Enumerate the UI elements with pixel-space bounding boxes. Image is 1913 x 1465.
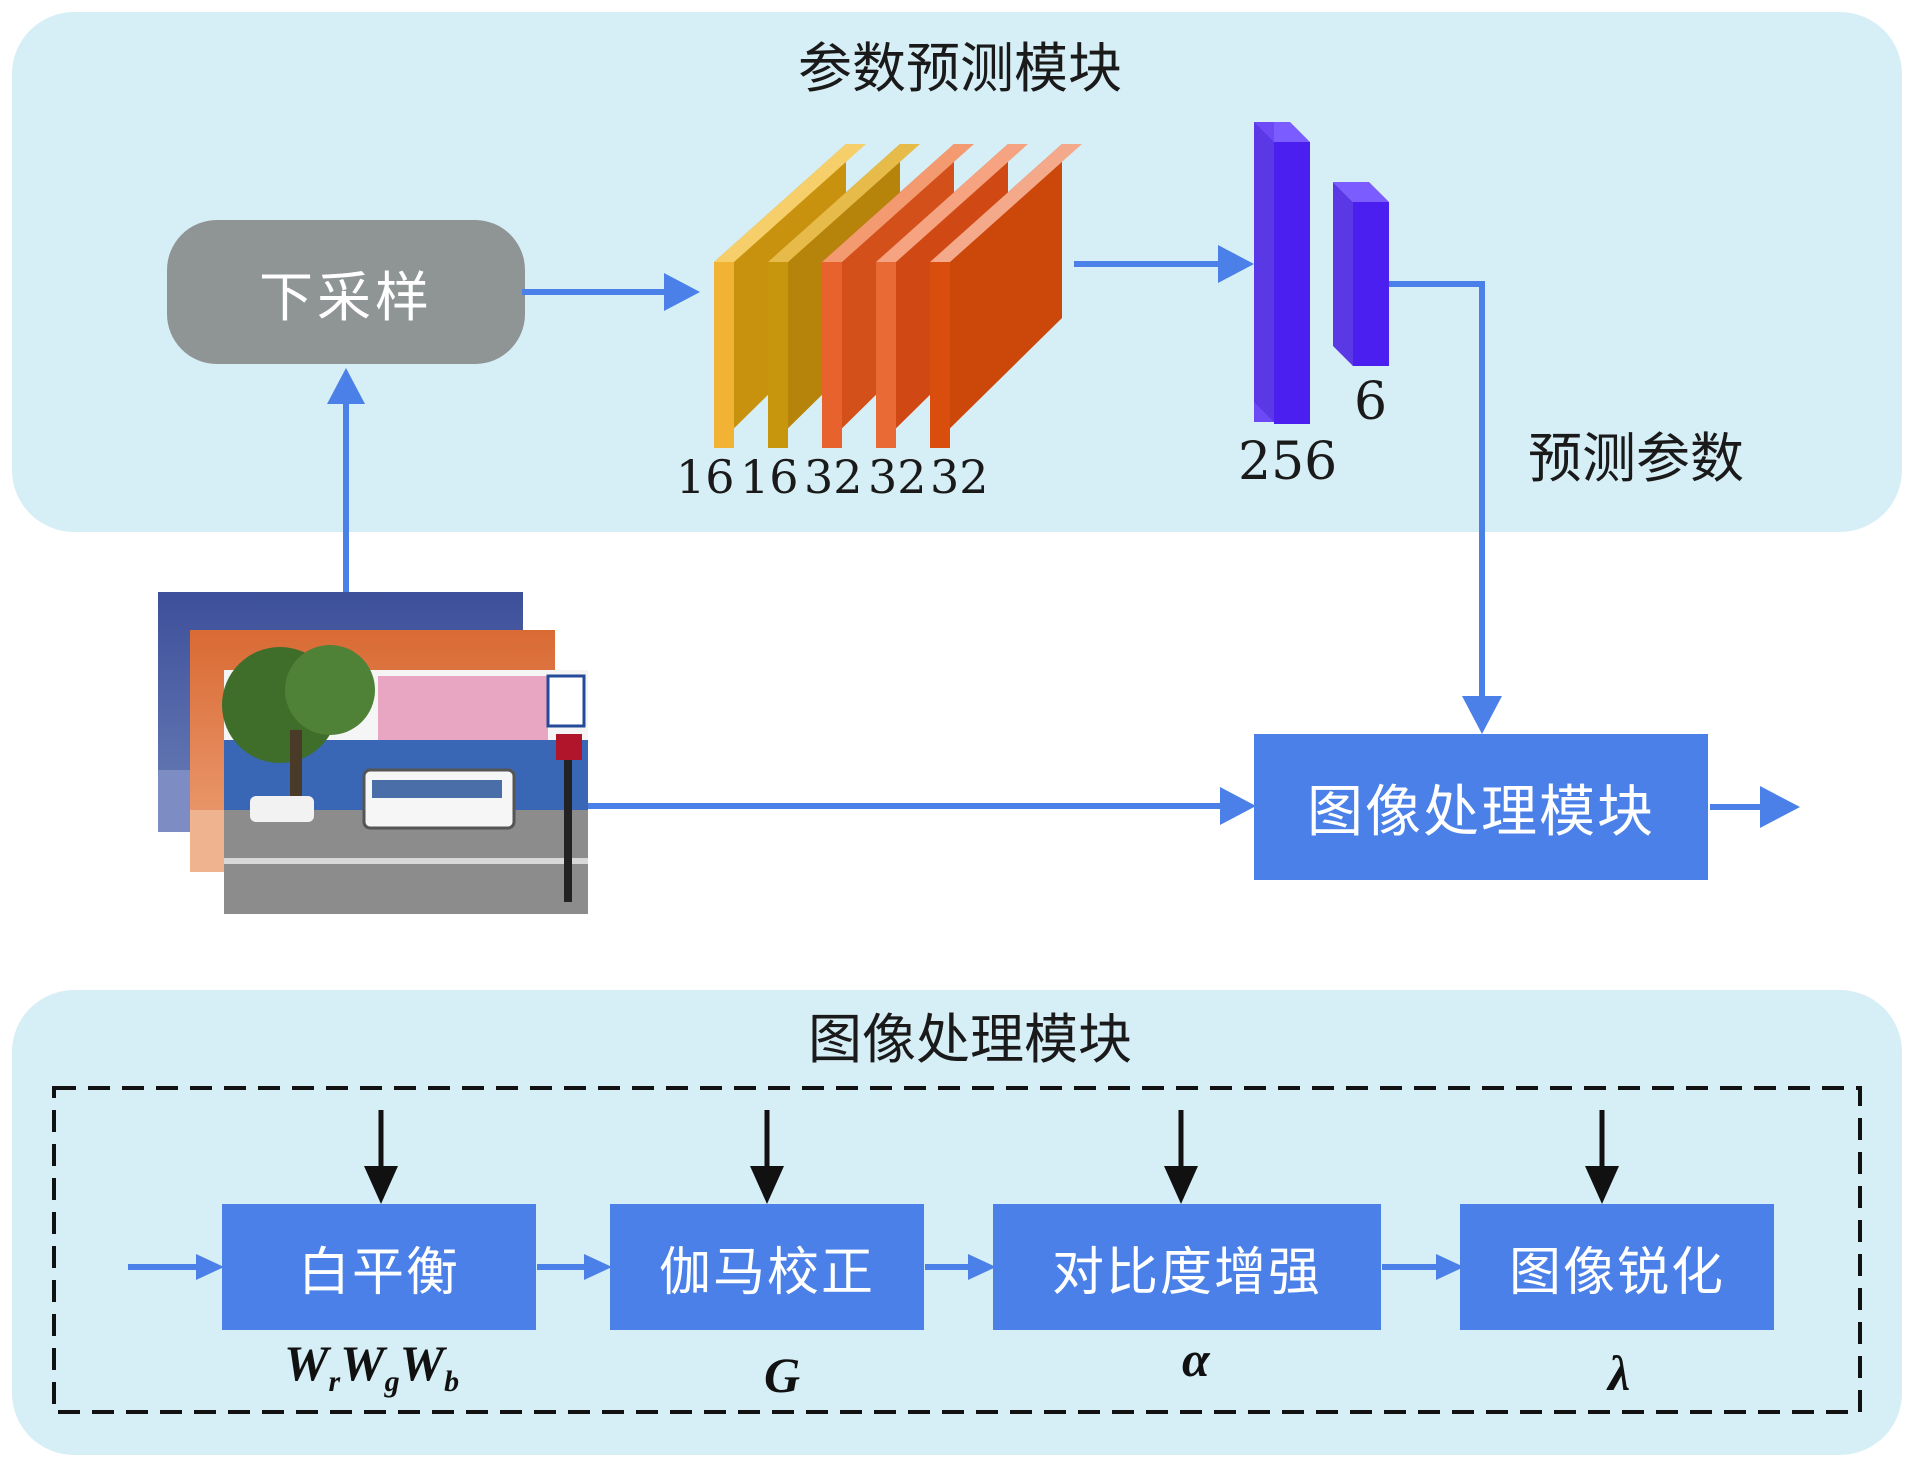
stage-image-sharpening: 图像锐化 [1460,1204,1774,1330]
pipeline-dashed-frame [52,1086,1862,1414]
image-processing-module-box: 图像处理模块 [1254,734,1708,880]
arrowheads [196,245,1800,1280]
arrow-params-to-processing [1389,281,1487,719]
fc-layers [1254,122,1389,424]
stage-contrast-enhancement-label: 对比度增强 [1051,1242,1322,1303]
fc-block-6 [1333,182,1389,366]
param-alpha: α [1182,1331,1210,1387]
parameter-input-arrows [378,1110,1605,1172]
stage-contrast-enhancement: 对比度增强 [993,1204,1381,1330]
photo-original [222,645,588,914]
param-lambda: λ [1608,1345,1631,1401]
downsample-box: 下采样 [167,220,525,364]
conv-channel-label-2: 16 [740,450,799,504]
parameter-prediction-title: 参数预测模块 [798,37,1122,100]
fc-units-label-6: 6 [1354,372,1388,432]
conv-channel-label-4: 32 [868,450,927,504]
conv-layers [714,144,1082,448]
stage-white-balance: 白平衡 [222,1204,536,1330]
fc-block-256 [1254,122,1310,424]
stage-gamma-correction: 伽马校正 [610,1204,924,1330]
fc-units-label-256: 256 [1238,432,1338,492]
stage-white-balance-label: 白平衡 [297,1242,460,1303]
conv-channel-label-5: 32 [930,450,989,504]
stage-image-sharpening-label: 图像锐化 [1508,1242,1725,1303]
conv-slab-5 [930,144,1082,448]
downsample-label: 下采样 [259,265,433,329]
conv-channel-label-3: 32 [804,450,863,504]
conv-channel-label-1: 16 [676,450,735,504]
param-gamma: G [764,1347,801,1403]
image-processing-title: 图像处理模块 [808,1008,1132,1071]
input-image-stack [158,592,588,914]
stage-gamma-correction-label: 伽马校正 [658,1242,875,1303]
param-white-balance: WrWgWb [284,1335,460,1398]
image-processing-module-label: 图像处理模块 [1307,779,1655,845]
predicted-params-label: 预测参数 [1528,427,1744,490]
